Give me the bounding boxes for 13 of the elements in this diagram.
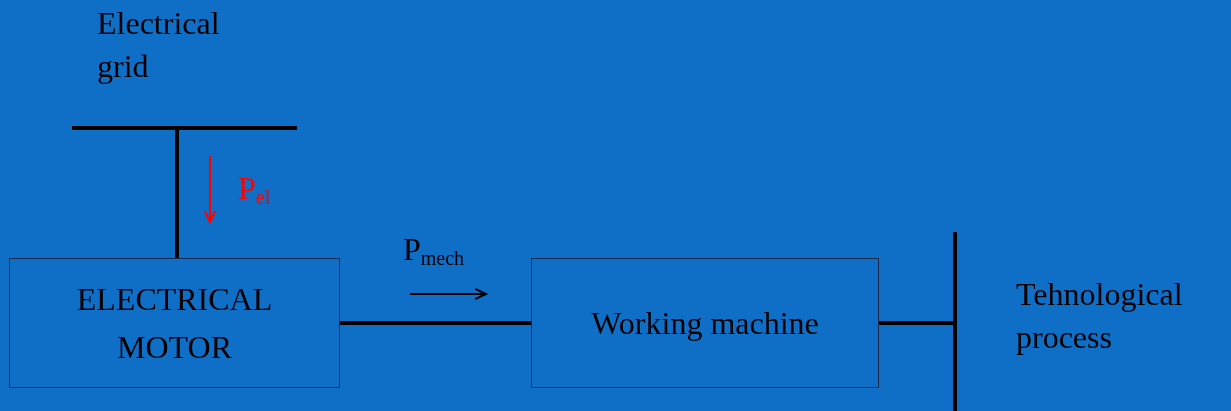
box-label: ELECTRICAL MOTOR bbox=[75, 280, 274, 367]
box-label: Working machine bbox=[591, 304, 819, 343]
connector-line bbox=[175, 130, 179, 258]
bus-bar bbox=[953, 232, 957, 411]
power-label: P$_{el}$ bbox=[238, 172, 271, 207]
bus-bar bbox=[72, 126, 297, 130]
power-label: P$_{mech}$ bbox=[403, 233, 465, 268]
connector-line bbox=[340, 321, 531, 325]
process-box bbox=[9, 258, 340, 388]
connector-line bbox=[879, 321, 953, 325]
node-caption: Electrical grid bbox=[97, 4, 221, 87]
node-caption: Tehnological process bbox=[1016, 275, 1184, 358]
process-box bbox=[531, 258, 879, 388]
